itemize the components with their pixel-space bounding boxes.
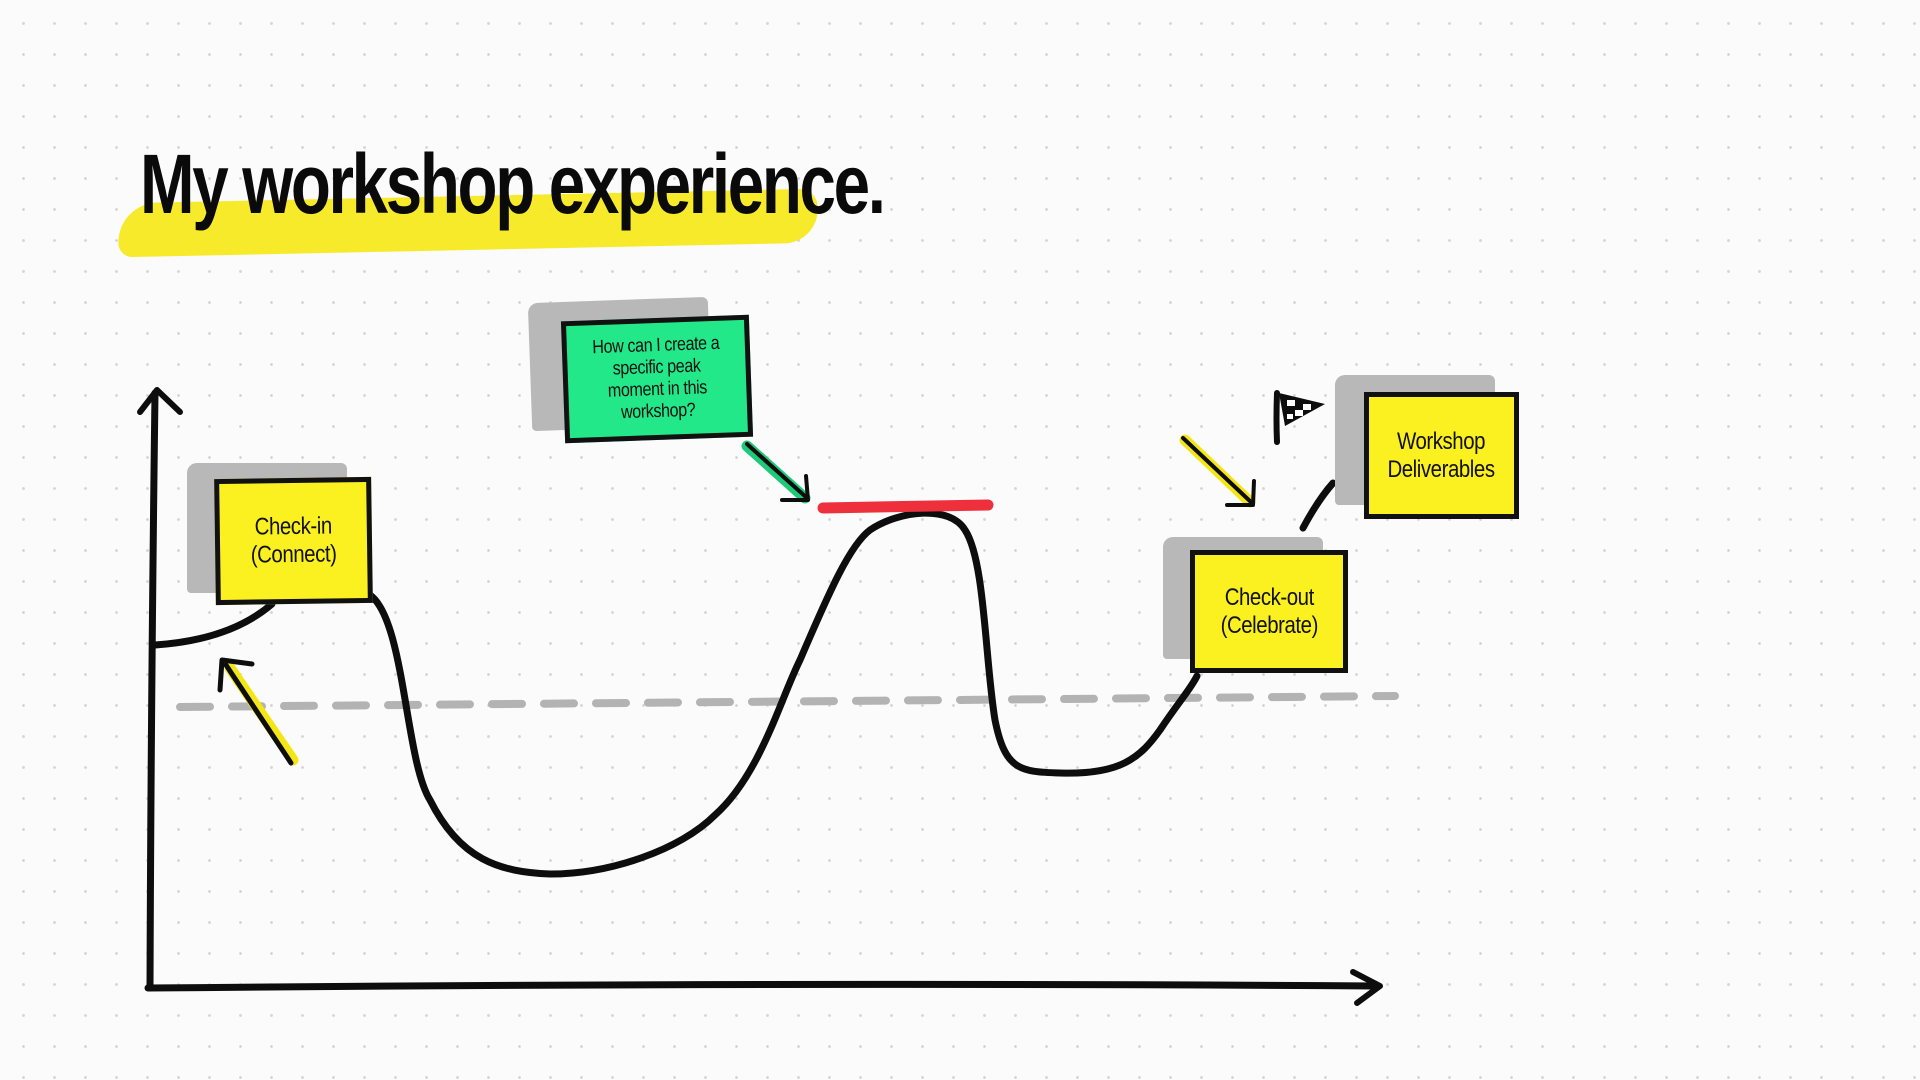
checkout-arrow-icon bbox=[1179, 434, 1256, 508]
deliverables-note-text: Workshop Deliverables bbox=[1387, 427, 1496, 483]
deliverables-note: Workshop Deliverables bbox=[1364, 392, 1519, 519]
peak-question-note: How can I create a specific peak moment … bbox=[560, 314, 754, 444]
checkin-arrow-icon bbox=[217, 657, 299, 766]
experience-curve bbox=[366, 509, 1201, 878]
checkout-note-text: Check-out (Celebrate) bbox=[1220, 583, 1318, 639]
peak-highlight-mark bbox=[817, 499, 994, 514]
finish-flag-icon bbox=[1273, 390, 1325, 445]
x-axis-arrowhead bbox=[1350, 969, 1383, 1006]
peak-question-text: How can I create a specific peak moment … bbox=[592, 333, 720, 424]
experience-curve-end bbox=[1299, 479, 1337, 532]
title-block: My workshop experience. bbox=[117, 140, 886, 280]
y-axis bbox=[146, 389, 159, 992]
peak-arrow-icon bbox=[741, 440, 811, 504]
experience-curve-start bbox=[151, 600, 276, 649]
checkin-note: Check-in (Connect) bbox=[214, 476, 373, 606]
y-axis-arrowhead bbox=[137, 387, 183, 415]
baseline-dashed-line bbox=[176, 692, 1399, 711]
page-title: My workshop experience. bbox=[140, 137, 886, 231]
checkin-note-text: Check-in (Connect) bbox=[250, 512, 337, 569]
checkout-note: Check-out (Celebrate) bbox=[1190, 550, 1348, 673]
x-axis bbox=[144, 980, 1379, 992]
